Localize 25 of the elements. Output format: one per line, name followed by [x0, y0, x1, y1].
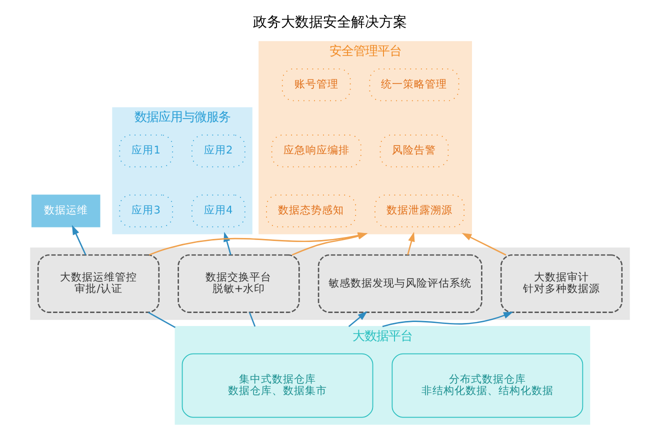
node-box: 集中式数据仓库 数据仓库、数据集市 [182, 353, 374, 418]
node-box: 数据泄露溯源 [374, 194, 464, 228]
node-box: 应用2 [192, 134, 246, 168]
node-box: 大数据审计 针对多种数据源 [500, 254, 623, 313]
connector [148, 312, 176, 328]
node-box: 应用3 [119, 194, 174, 228]
node-box: 数据态势感知 [266, 194, 356, 228]
node-box: 大数据运维管控 审批/认证 [37, 254, 160, 313]
node-box: 应急响应编排 [271, 134, 362, 168]
connector [248, 312, 256, 327]
node-box: 数据运维 [31, 194, 100, 228]
arrow [407, 232, 415, 256]
node-box: 应用1 [119, 134, 174, 168]
arrow [72, 225, 86, 256]
diagram-title: 政务大数据安全解决方案 [253, 14, 407, 30]
arrow [382, 312, 514, 328]
node-box: 分布式数据仓库 非结构化数据、结构化数据 [392, 353, 584, 418]
arrow [348, 311, 368, 327]
node-box: 应用4 [192, 194, 246, 228]
arrow [462, 232, 506, 256]
node-box: 敏感数据发现与风险评估系统 [318, 254, 482, 313]
node-box: 风险告警 [380, 134, 449, 168]
node-box: 统一策略管理 [369, 68, 460, 102]
node-box: 账号管理 [282, 68, 351, 102]
node-box: 数据交换平台 脱敏+水印 [178, 254, 300, 313]
